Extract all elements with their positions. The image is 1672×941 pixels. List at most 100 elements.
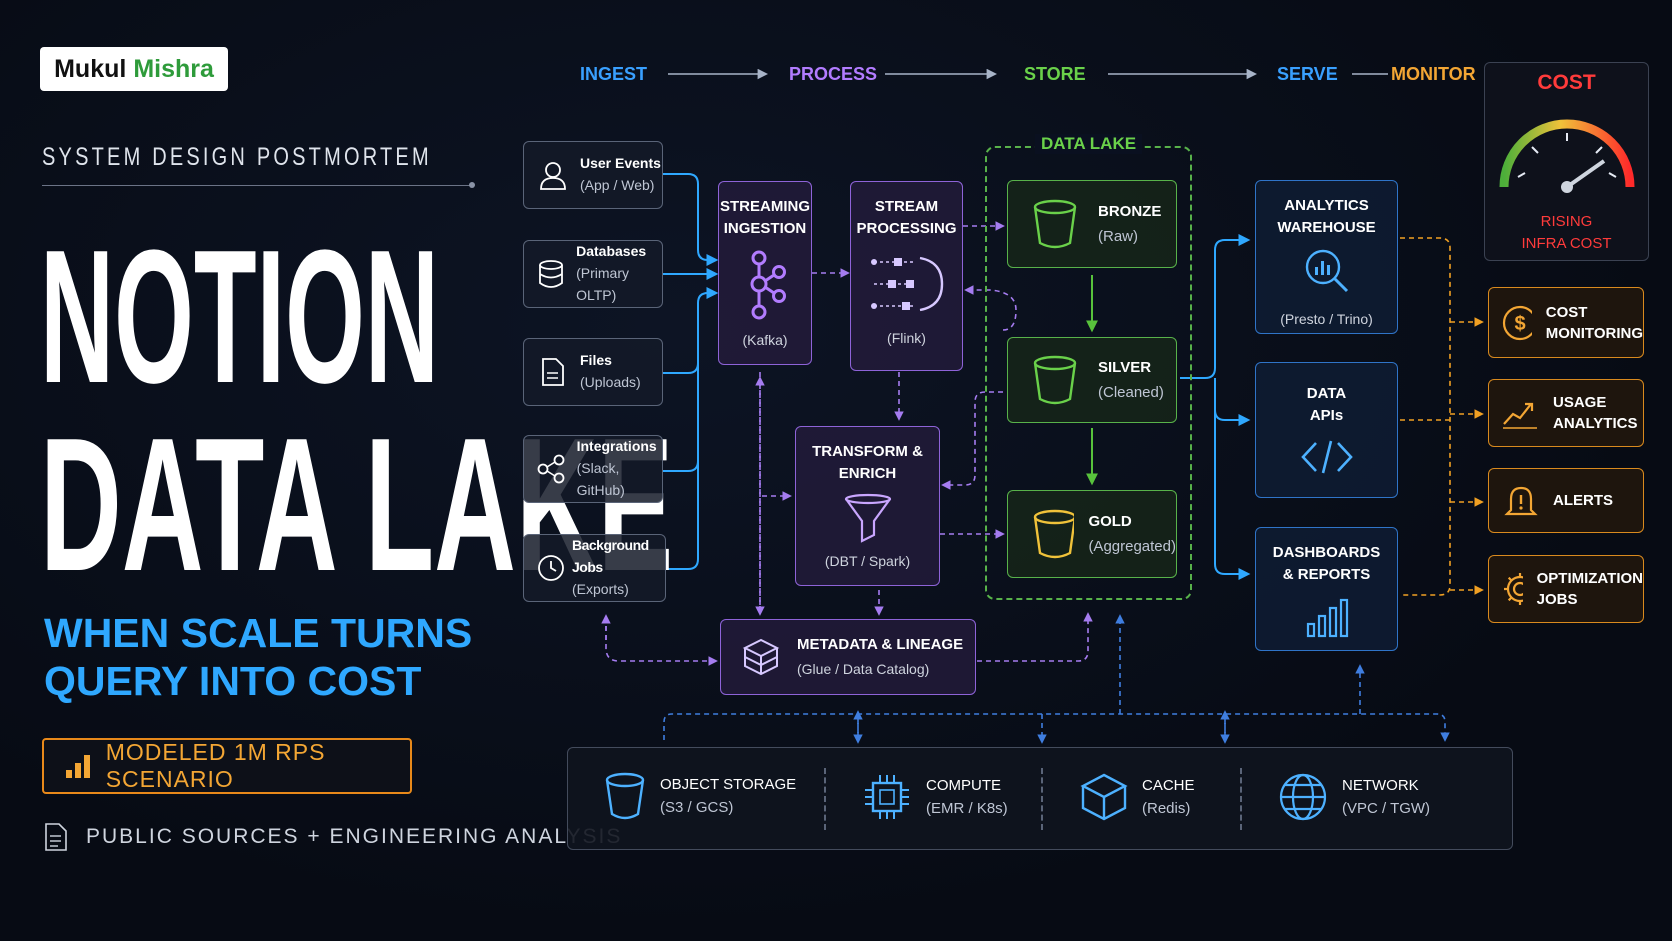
dashboards-reports-node: DASHBOARDS & REPORTS: [1255, 527, 1398, 651]
kicker-text: SYSTEM DESIGN POSTMORTEM: [42, 143, 432, 171]
flink-icon: [870, 256, 943, 311]
scenario-badge: MODELED 1M RPS SCENARIO: [42, 738, 412, 794]
node-title: DASHBOARDS: [1272, 544, 1381, 561]
kafka-icon: [750, 250, 786, 319]
kicker-divider: [42, 185, 472, 186]
stage-serve: SERVE: [1277, 64, 1338, 84]
magnifier-chart-icon: [1305, 249, 1348, 292]
code-icon: [1300, 440, 1353, 473]
infra-title: CACHE: [1142, 776, 1195, 794]
cube-icon: [1080, 773, 1128, 821]
gold-layer: GOLD(Aggregated): [1007, 490, 1177, 578]
infra-divider: [1240, 768, 1242, 830]
source-sub: (Exports): [572, 580, 629, 597]
infra-cache: CACHE (Redis): [1080, 772, 1195, 822]
analytics-warehouse-node: ANALYTICS WAREHOUSE (Presto / Trino): [1255, 180, 1398, 334]
stream-processing-node: STREAM PROCESSING (Flink): [850, 181, 963, 371]
layer-sub: (Cleaned): [1098, 384, 1164, 401]
layer-sub: (Raw): [1098, 228, 1138, 245]
node-title: STREAMING: [720, 198, 810, 215]
source-background-jobs: Background Jobs (Exports): [523, 534, 666, 602]
scenario-badge-label: MODELED 1M RPS SCENARIO: [105, 739, 326, 792]
cost-line1: RISING: [1540, 213, 1593, 230]
infrastructure-layer: OBJECT STORAGE (S3 / GCS) COMPUTE(EMR / K…: [567, 747, 1513, 850]
bucket-icon: [605, 772, 645, 820]
source-files: Files(Uploads): [523, 338, 663, 406]
stage-process: PROCESS: [789, 64, 878, 84]
source-title: Databases: [576, 243, 647, 260]
source-sub: (App / Web): [580, 177, 655, 193]
author-first-name: Mukul: [54, 54, 127, 83]
source-sub: (Primary OLTP): [576, 265, 629, 303]
clock-icon: [538, 555, 564, 581]
node-title-line2: ANALYTICS: [1553, 415, 1638, 432]
node-sub: (Presto / Trino): [1280, 310, 1373, 327]
source-title: User Events: [580, 155, 661, 172]
node-title-line2: & REPORTS: [1282, 565, 1371, 583]
infra-sub: (Redis): [1142, 800, 1191, 817]
node-sub: (Glue / Data Catalog): [797, 660, 930, 677]
database-icon: [539, 260, 563, 288]
bell-alert-icon: [1504, 486, 1538, 515]
alerts-node: ALERTS: [1488, 468, 1644, 533]
node-title: METADATA & LINEAGE: [797, 636, 964, 654]
bucket-icon: [1033, 199, 1077, 249]
infra-title: COMPUTE: [926, 776, 1001, 794]
infra-object-storage: OBJECT STORAGE (S3 / GCS): [604, 772, 796, 820]
infra-divider: [1041, 768, 1043, 830]
infra-title: NETWORK: [1342, 776, 1419, 794]
stage-store: STORE: [1024, 64, 1086, 84]
bucket-icon: [1033, 355, 1077, 405]
node-title-line2: MONITORING: [1545, 324, 1643, 342]
bar-chart-icon: [66, 755, 90, 778]
source-user-events: User Events (App / Web): [523, 141, 663, 209]
infra-title: OBJECT STORAGE: [660, 775, 797, 793]
infra-sub: (VPC / TGW): [1342, 800, 1431, 817]
node-title: DATA: [1306, 385, 1347, 402]
data-apis-node: DATA APIs: [1255, 362, 1398, 498]
footer-note: PUBLIC SOURCES + ENGINEERING ANALYSIS: [86, 825, 623, 848]
infra-compute: COMPUTE(EMR / K8s): [862, 772, 1008, 822]
node-sub: (Kafka): [742, 331, 788, 348]
metadata-lineage-node: METADATA & LINEAGE (Glue / Data Catalog): [720, 619, 976, 695]
trend-icon: [1503, 402, 1537, 429]
node-title: ALERTS: [1553, 492, 1613, 509]
cost-line2: INFRA COST: [1521, 234, 1612, 252]
silver-layer: SILVER (Cleaned): [1007, 337, 1177, 423]
layer-title: SILVER: [1098, 358, 1152, 376]
node-title-line2: WAREHOUSE: [1277, 218, 1376, 236]
stage-monitor: MONITOR: [1391, 64, 1476, 84]
author-last-name: Mishra: [133, 54, 214, 83]
node-title-line2: PROCESSING: [856, 219, 957, 237]
node-title-line2: JOBS: [1536, 591, 1578, 608]
node-sub: (DBT / Spark): [824, 552, 911, 569]
node-title: STREAM: [874, 198, 939, 215]
source-title: Integrations: [576, 438, 657, 455]
globe-icon: [1279, 773, 1327, 821]
chip-icon: [865, 775, 909, 819]
hero-title-line1: NOTION: [40, 211, 439, 423]
cube-stack-icon: [742, 638, 780, 676]
dollar-icon: $: [1502, 305, 1532, 340]
svg-text:$: $: [1514, 313, 1525, 335]
source-title: Background Jobs: [572, 537, 649, 576]
gauge-icon: [1499, 119, 1635, 193]
node-title: TRANSFORM &: [812, 443, 923, 460]
bucket-icon: [1033, 509, 1075, 559]
gear-icon: [1504, 573, 1523, 605]
streaming-ingestion-node: STREAMING INGESTION (Kafka): [718, 181, 812, 365]
funnel-icon: [844, 493, 891, 543]
layer-title: BRONZE: [1098, 202, 1162, 220]
source-databases: Databases (Primary OLTP): [523, 240, 663, 308]
source-title: Files: [580, 352, 612, 369]
node-title: USAGE: [1553, 394, 1607, 411]
bronze-layer: BRONZE (Raw): [1007, 180, 1177, 268]
node-title-line2: INGESTION: [723, 219, 807, 237]
node-title-line2: APIs: [1309, 406, 1344, 424]
infra-sub: (S3 / GCS): [660, 799, 734, 816]
share-icon: [537, 454, 565, 484]
source-integrations: Integrations(Slack, GitHub): [523, 435, 663, 503]
